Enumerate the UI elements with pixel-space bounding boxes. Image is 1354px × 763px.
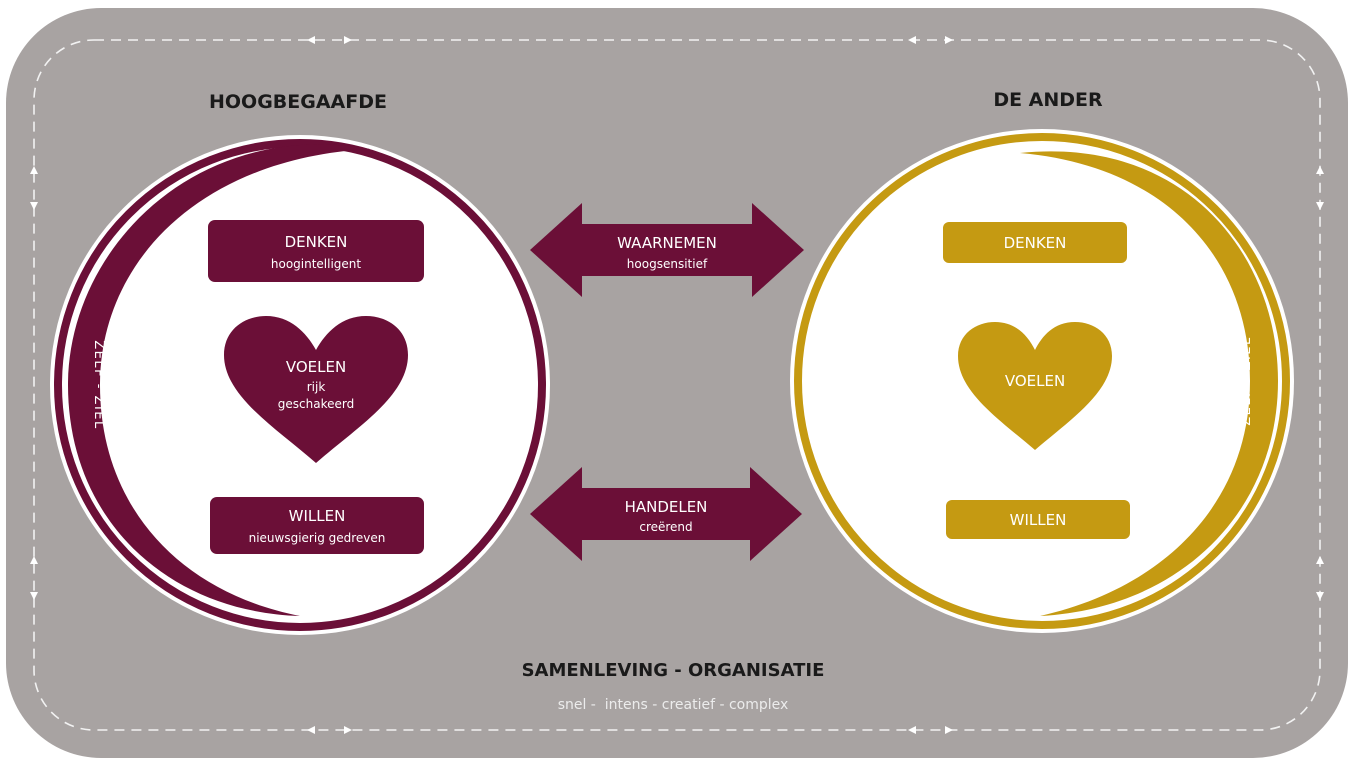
- right-title: DE ANDER: [993, 89, 1103, 111]
- right-willen-label: WILLEN: [1010, 511, 1067, 529]
- right-denken-label: DENKEN: [1004, 234, 1067, 252]
- arrow-marker-icon: [30, 556, 38, 564]
- arrow-marker-icon: [307, 726, 315, 734]
- arrow-marker-icon: [945, 726, 953, 734]
- left-voelen-sub1: rijk: [307, 380, 326, 394]
- arrow-marker-icon: [1316, 202, 1324, 210]
- arrow-marker-icon: [307, 36, 315, 44]
- left-denken-label: DENKEN: [285, 233, 348, 251]
- right-circle-ring: [794, 133, 1290, 629]
- footer-title: SAMENLEVING - ORGANISATIE: [522, 660, 825, 681]
- top-arrow-label: WAARNEMEN: [617, 234, 717, 252]
- left-orbit-label: ZELF - ZIEL: [91, 340, 106, 430]
- arrow-marker-icon: [1316, 556, 1324, 564]
- left-circle-group: ZELF - ZIEL DENKEN hoogintelligent VOELE…: [50, 135, 550, 635]
- right-circle-group: ZELF - ZIEL DENKEN VOELEN WILLEN: [790, 129, 1294, 633]
- left-denken-sub: hoogintelligent: [271, 257, 362, 271]
- arrow-marker-icon: [344, 36, 352, 44]
- cycle-arrow-markers: [30, 36, 1324, 734]
- arrow-marker-icon: [30, 592, 38, 600]
- arrow-marker-icon: [30, 202, 38, 210]
- footer-subtitle: snel - intens - creatief - complex: [558, 697, 789, 713]
- bottom-arrow-sub: creërend: [639, 520, 692, 534]
- right-willen-box: [946, 500, 1130, 539]
- arrow-marker-icon: [344, 726, 352, 734]
- arrow-marker-icon: [1316, 592, 1324, 600]
- arrow-marker-icon: [1316, 166, 1324, 174]
- bottom-double-arrow: HANDELEN creërend: [530, 467, 802, 561]
- right-denken-box: [943, 222, 1127, 263]
- heart-icon: [958, 322, 1112, 450]
- double-arrow-icon: [530, 203, 804, 297]
- left-willen-sub: nieuwsgierig gedreven: [249, 531, 386, 545]
- arrow-marker-icon: [30, 166, 38, 174]
- arrow-marker-icon: [945, 36, 953, 44]
- left-willen-label: WILLEN: [289, 507, 346, 525]
- left-denken-box: [208, 220, 424, 282]
- left-willen-box: [210, 497, 424, 554]
- left-circle-ring: [54, 139, 546, 631]
- dashed-cycle-border: [33, 39, 1321, 731]
- heart-icon: [224, 316, 408, 463]
- arrow-marker-icon: [908, 36, 916, 44]
- right-orbit-label: ZELF - ZIEL: [1239, 336, 1254, 426]
- double-arrow-icon: [530, 467, 802, 561]
- left-title: HOOGBEGAAFDE: [209, 91, 387, 113]
- left-voelen-label: VOELEN: [286, 358, 346, 376]
- right-voelen-label: VOELEN: [1005, 372, 1065, 390]
- bottom-arrow-label: HANDELEN: [625, 498, 708, 516]
- left-voelen-sub2: geschakeerd: [278, 397, 354, 411]
- arrow-marker-icon: [908, 726, 916, 734]
- top-double-arrow: WAARNEMEN hoogsensitief: [530, 203, 804, 297]
- top-arrow-sub: hoogsensitief: [627, 257, 708, 271]
